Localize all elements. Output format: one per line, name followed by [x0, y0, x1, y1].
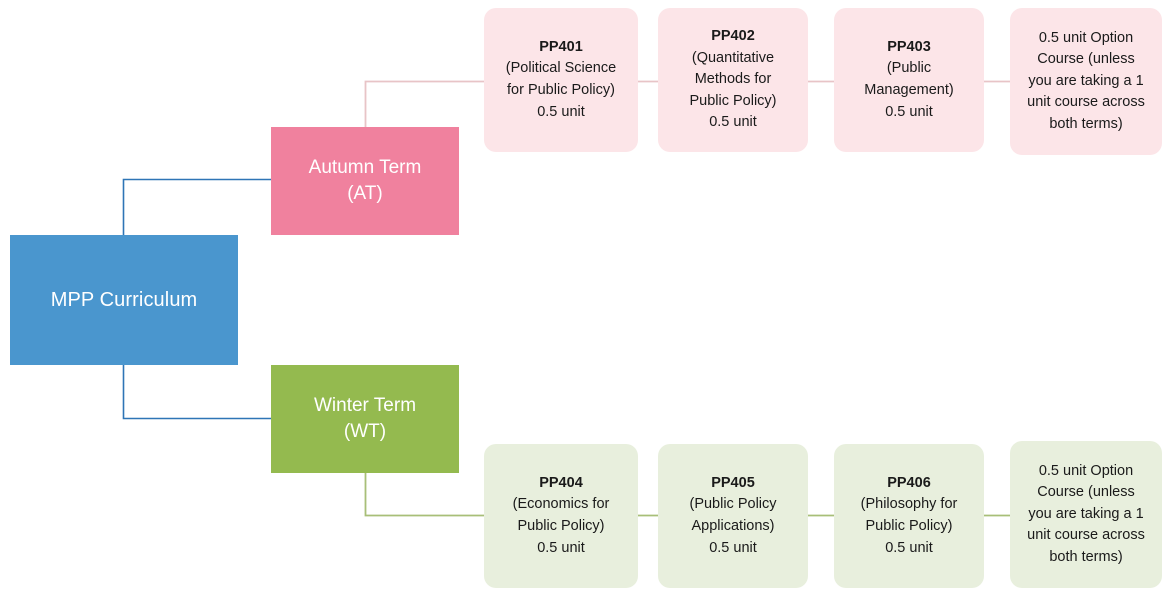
course-detail-pp402: (Quantitative Methods for Public Policy)…	[689, 49, 777, 131]
course-code-pp403: PP403	[887, 38, 931, 55]
course-card-pp401[interactable]: PP401 (Political Science for Public Poli…	[484, 8, 638, 152]
connector-winter-to-pp404	[364, 473, 484, 517]
course-card-pp404[interactable]: PP404 (Economics for Public Policy) 0.5 …	[484, 444, 638, 588]
course-card-pp403[interactable]: PP403 (Public Management) 0.5 unit	[834, 8, 984, 152]
course-detail-option-autumn: 0.5 unit Option Course (unless you are t…	[1027, 29, 1145, 132]
course-detail-pp401: (Political Science for Public Policy) 0.…	[505, 60, 617, 120]
course-card-pp406[interactable]: PP406 (Philosophy for Public Policy) 0.5…	[834, 444, 984, 588]
course-detail-pp403: (Public Management) 0.5 unit	[864, 60, 954, 120]
connector-root-to-winter	[122, 365, 271, 420]
node-mpp-curriculum[interactable]: MPP Curriculum	[10, 235, 238, 365]
course-card-pp402[interactable]: PP402 (Quantitative Methods for Public P…	[658, 8, 808, 152]
node-mpp-curriculum-label: MPP Curriculum	[50, 288, 198, 311]
node-autumn-term-label: Autumn Term (AT)	[308, 157, 422, 204]
node-winter-term-label: Winter Term (WT)	[313, 395, 417, 442]
course-detail-pp405: (Public Policy Applications) 0.5 unit	[689, 496, 777, 556]
node-winter-term[interactable]: Winter Term (WT)	[271, 365, 459, 473]
course-code-pp402: PP402	[711, 28, 755, 45]
course-card-option-winter[interactable]: 0.5 unit Option Course (unless you are t…	[1010, 441, 1162, 588]
course-detail-option-winter: 0.5 unit Option Course (unless you are t…	[1027, 462, 1145, 565]
course-detail-pp406: (Philosophy for Public Policy) 0.5 unit	[860, 496, 958, 556]
course-code-pp405: PP405	[711, 474, 755, 491]
course-code-pp406: PP406	[887, 474, 931, 491]
course-card-pp405[interactable]: PP405 (Public Policy Applications) 0.5 u…	[658, 444, 808, 588]
connector-autumn-to-pp401	[364, 80, 484, 127]
course-code-pp404: PP404	[539, 474, 583, 491]
course-code-pp401: PP401	[539, 38, 583, 55]
course-detail-pp404: (Economics for Public Policy) 0.5 unit	[512, 496, 610, 556]
connector-root-to-autumn	[122, 178, 271, 235]
course-card-option-autumn[interactable]: 0.5 unit Option Course (unless you are t…	[1010, 8, 1162, 155]
node-autumn-term[interactable]: Autumn Term (AT)	[271, 127, 459, 235]
